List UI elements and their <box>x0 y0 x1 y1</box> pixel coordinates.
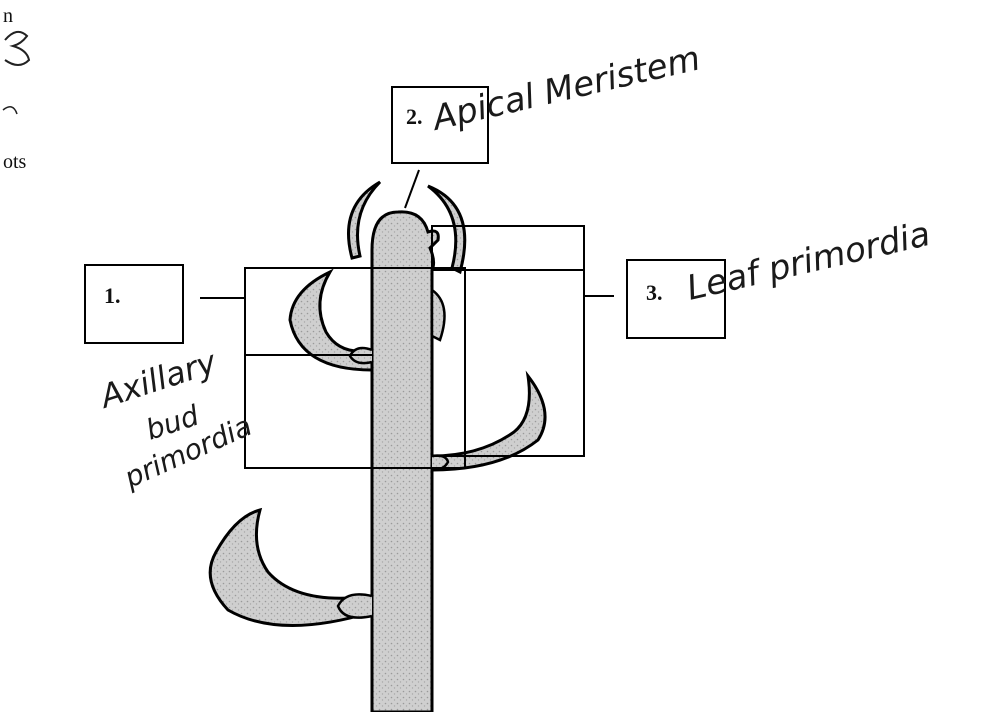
label-3-number: 3. <box>646 280 663 305</box>
leaf-middle-right <box>430 370 547 472</box>
handwritten-answer-3: Leaf primordia <box>683 214 934 309</box>
region-bracket-right <box>431 225 585 457</box>
margin-scribble <box>4 30 31 66</box>
apex-leaf-primordia <box>347 180 467 275</box>
margin-scribble-small <box>2 106 18 115</box>
leaf-lower-left <box>208 507 374 627</box>
shoot-stem <box>370 210 440 712</box>
handwritten-answer-1: Axillary bud primordia <box>94 342 257 494</box>
region-bracket-left <box>244 267 466 469</box>
leaf-upper-left <box>288 268 374 372</box>
label-box-3: 3. <box>626 259 726 339</box>
handwritten-answer-1-line-1: Axillary <box>94 342 222 416</box>
margin-fragment-top: n <box>3 5 13 27</box>
label-2-number: 2. <box>406 104 423 129</box>
label-box-1: 1. <box>84 264 184 344</box>
label-1-number: 1. <box>104 283 121 308</box>
label-box-2: 2. <box>391 86 489 164</box>
margin-fragment-bottom: ots <box>3 151 27 173</box>
leaf-upper-right <box>430 287 446 342</box>
label-2-leader <box>404 169 420 209</box>
